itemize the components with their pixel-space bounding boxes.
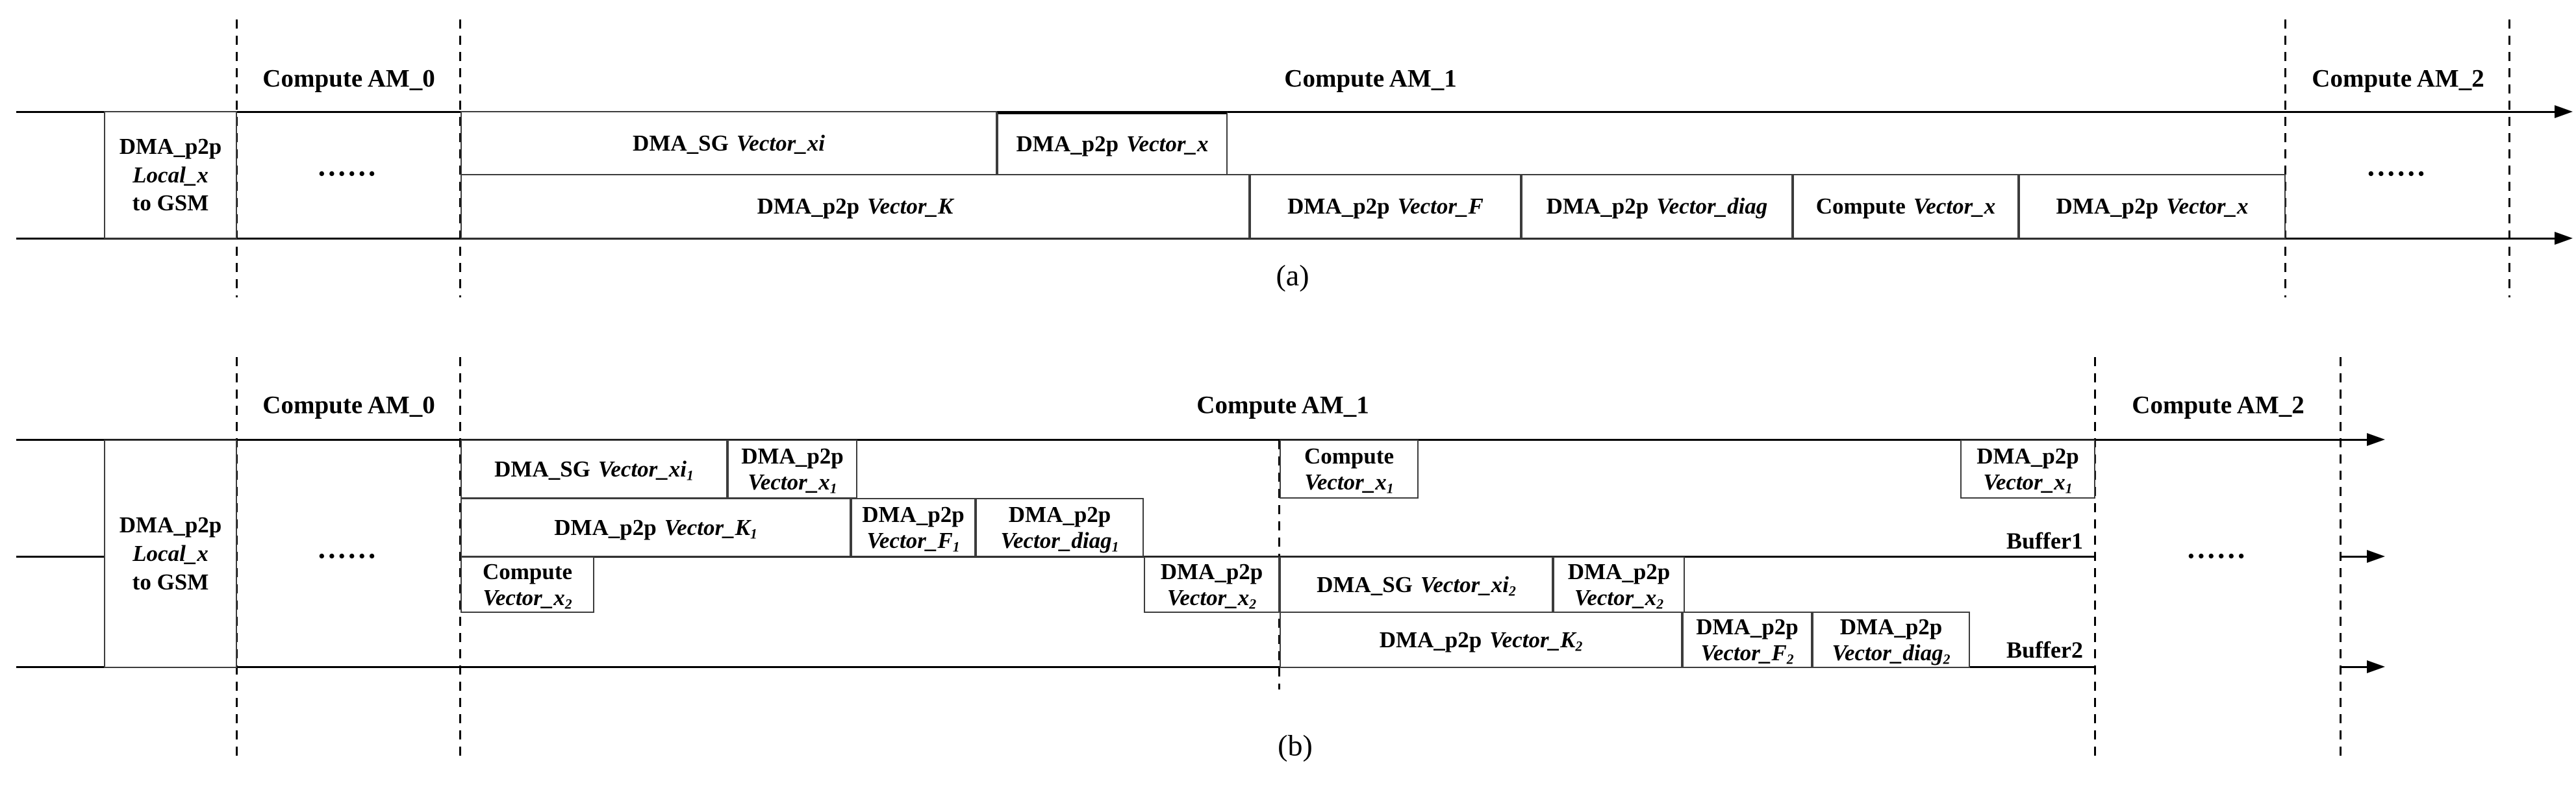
panel-a-caption: (a) xyxy=(1276,258,1309,292)
phase-divider-b-2 xyxy=(459,357,461,760)
phase-divider-b-3 xyxy=(2094,357,2096,760)
panel-b-caption: (b) xyxy=(1278,728,1313,762)
ellipsis-a-am2: •••••• xyxy=(2368,164,2429,184)
ellipsis-b-am0: •••••• xyxy=(318,546,379,566)
timeline-b-middle-end xyxy=(2340,556,2367,558)
phase-divider-a-4 xyxy=(2508,19,2510,297)
task-box-b-dma-p2p-vector-diag2: DMA_p2p Vector_diag2 xyxy=(1812,612,1970,668)
buffer2-label: Buffer2 xyxy=(2006,637,2083,663)
gsm-box-a-line2: Local_x xyxy=(133,162,208,188)
arrowhead-a-bottom-icon xyxy=(2555,232,2573,245)
task-box-b-dma-p2p-vector-f1: DMA_p2p Vector_F1 xyxy=(851,498,976,557)
gsm-box-a: DMA_p2p Local_x to GSM xyxy=(104,111,237,239)
task-box-a-dma-p2p-vector-k: DMA_p2p Vector_K xyxy=(461,174,1250,239)
arrowhead-a-top-icon xyxy=(2555,105,2573,118)
task-box-a-dma-p2p-vector-diag: DMA_p2p Vector_diag xyxy=(1521,174,1793,239)
phase-label-a-am0: Compute AM_0 xyxy=(262,64,435,93)
phase-divider-b-4 xyxy=(2340,357,2342,760)
phase-label-a-am1: Compute AM_1 xyxy=(1284,64,1457,93)
task-box-b-dma-p2p-vector-k1: DMA_p2p Vector_K1 xyxy=(461,498,851,557)
phase-label-a-am2: Compute AM_2 xyxy=(2312,64,2484,93)
arrowhead-b-middle-icon xyxy=(2367,550,2385,563)
phase-divider-a-2 xyxy=(459,19,461,297)
ellipsis-b-am2: •••••• xyxy=(2188,546,2249,566)
task-box-a-dma-p2p-vector-x-bottom: DMA_p2p Vector_x xyxy=(2019,174,2286,239)
timeline-a-top xyxy=(16,111,2556,113)
gsm-box-b: DMA_p2p Local_x to GSM xyxy=(104,440,237,668)
task-box-b-dma-p2p-vector-x1-b: DMA_p2p Vector_x1 xyxy=(1960,440,2095,499)
phase-label-b-am0: Compute AM_0 xyxy=(262,391,435,419)
phase-label-b-am2: Compute AM_2 xyxy=(2132,391,2305,419)
timeline-b-bottom-end xyxy=(2340,666,2367,668)
task-box-b-dma-p2p-vector-x2-b: DMA_p2p Vector_x2 xyxy=(1553,556,1685,613)
task-box-b-dma-sg-vector-xi2: DMA_SG Vector_xi2 xyxy=(1280,556,1553,613)
task-box-b-dma-p2p-vector-x2-a: DMA_p2p Vector_x2 xyxy=(1144,556,1280,613)
gsm-box-a-line3: to GSM xyxy=(132,190,209,216)
phase-label-b-am1: Compute AM_1 xyxy=(1196,391,1369,419)
task-box-b-dma-p2p-vector-f2: DMA_p2p Vector_F2 xyxy=(1682,612,1812,668)
task-box-a-compute-vector-x: Compute Vector_x xyxy=(1793,174,2019,239)
task-box-b-dma-p2p-vector-diag1: DMA_p2p Vector_diag1 xyxy=(976,498,1144,557)
arrowhead-b-bottom-icon xyxy=(2367,660,2385,673)
gsm-box-b-line2: Local_x xyxy=(133,541,208,567)
ellipsis-a-am0: •••••• xyxy=(318,164,379,184)
timeline-b-middle-stub xyxy=(16,556,104,558)
buffer1-label: Buffer1 xyxy=(2006,528,2083,554)
gsm-box-a-line1: DMA_p2p xyxy=(119,133,222,159)
task-box-b-compute-vector-x2: Compute Vector_x2 xyxy=(461,556,594,613)
task-box-a-dma-p2p-vector-f: DMA_p2p Vector_F xyxy=(1250,174,1521,239)
timeline-b-top xyxy=(16,439,2368,441)
task-box-b-dma-p2p-vector-x1-a: DMA_p2p Vector_x1 xyxy=(727,440,857,499)
task-box-a-dma-p2p-vector-x-top: DMA_p2p Vector_x xyxy=(997,111,1228,175)
gsm-box-b-line1: DMA_p2p xyxy=(119,512,222,538)
gsm-box-b-line3: to GSM xyxy=(132,569,209,595)
phase-divider-a-3 xyxy=(2284,19,2286,297)
task-box-b-compute-vector-x1: Compute Vector_x1 xyxy=(1280,440,1419,499)
task-box-a-dma-sg-vector-xi: DMA_SG Vector_xi xyxy=(461,111,997,175)
task-box-b-dma-p2p-vector-k2: DMA_p2p Vector_K2 xyxy=(1280,612,1682,668)
arrowhead-b-top-icon xyxy=(2367,433,2385,446)
task-box-b-dma-sg-vector-xi1: DMA_SG Vector_xi1 xyxy=(461,440,727,499)
timeline-b-bottom xyxy=(16,666,2095,668)
